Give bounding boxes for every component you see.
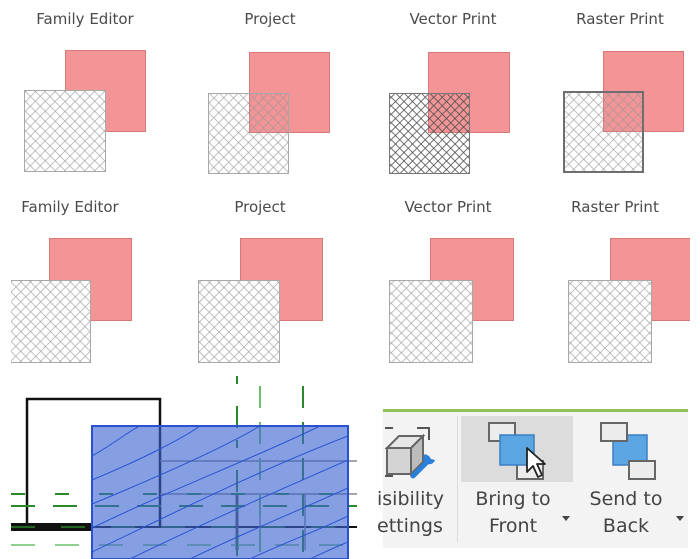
hatched-region-square: [198, 280, 280, 363]
panel-label-raster-print: Raster Print: [576, 10, 664, 28]
mouse-cursor-icon: [526, 447, 546, 478]
selected-region[interactable]: [91, 425, 349, 559]
visibility-settings-label: isibility ettings: [377, 486, 444, 540]
bring-to-front-label: Bring to Front: [461, 486, 565, 540]
bring-to-front-label-line1: Bring to: [475, 488, 551, 510]
drawing-view[interactable]: [0, 370, 370, 559]
hatched-region-square: [24, 90, 106, 172]
panel-label-project: Project: [244, 10, 296, 28]
panel-label-project: Project: [234, 198, 286, 216]
send-to-back-label-line2: Back: [602, 515, 650, 537]
panel-label-raster-print: Raster Print: [571, 198, 659, 216]
send-to-back-label: Send to Back: [579, 486, 673, 540]
panel-label-vector-print: Vector Print: [404, 198, 492, 216]
panel-label-vector-print: Vector Print: [409, 10, 497, 28]
panel-label-family-editor: Family Editor: [21, 198, 119, 216]
ribbon-separator: [457, 416, 458, 542]
bring-to-front-label-line2: Front: [488, 515, 538, 537]
selected-region-hatch: [92, 426, 348, 559]
visibility-settings-label-line1: isibility: [377, 488, 445, 510]
visibility-settings-button[interactable]: isibility ettings: [377, 416, 453, 542]
hatched-region-square: [208, 93, 289, 174]
hatched-region-square: [568, 280, 652, 363]
hatched-region-square: [389, 93, 470, 174]
panel-label-family-editor: Family Editor: [36, 10, 134, 28]
send-to-back-icon: [600, 422, 656, 480]
bring-to-front-dropdown-caret-icon[interactable]: [562, 516, 570, 521]
visibility-settings-icon: [384, 427, 435, 479]
hatched-region-square: [389, 280, 473, 363]
hatched-region-square: [11, 280, 91, 363]
visibility-settings-label-line2: ettings: [377, 515, 443, 537]
send-to-back-button[interactable]: Send to Back: [579, 416, 685, 542]
hatched-region-square: [563, 91, 644, 173]
send-to-back-dropdown-caret-icon[interactable]: [676, 516, 684, 521]
send-to-back-label-line1: Send to: [589, 488, 663, 510]
ribbon-panel: isibility ettings Bring to Front Send to: [377, 409, 688, 548]
bring-to-front-button[interactable]: Bring to Front: [461, 416, 573, 542]
